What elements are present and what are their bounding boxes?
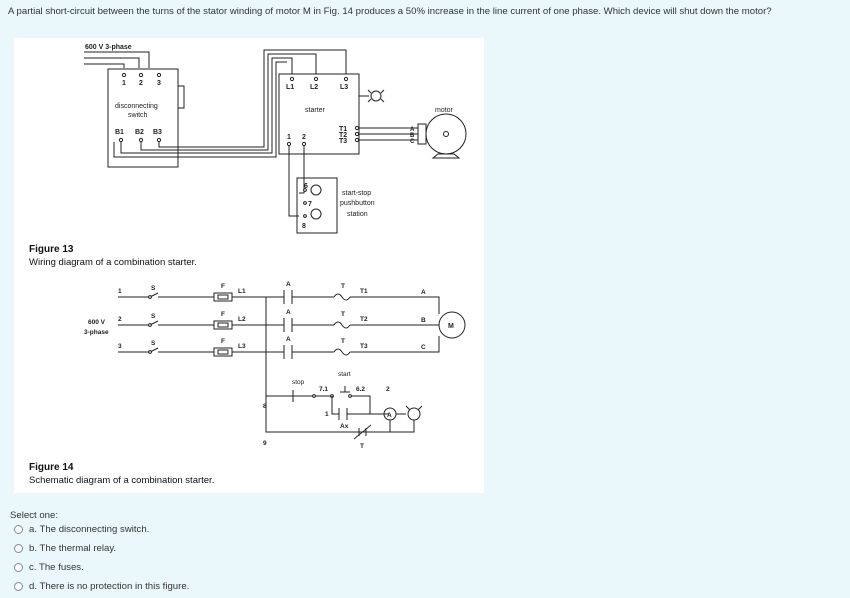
switch-s1: S (151, 285, 156, 292)
station-terminal-7: 7 (308, 201, 312, 208)
starter-t3: T3 (339, 138, 347, 145)
starter-t2: T2 (339, 132, 347, 139)
starter-ctrl-2: 2 (302, 134, 306, 141)
station-label-3: station (347, 211, 368, 218)
figure-panel: 600 V 3-phase 1 2 3 disconnecting switch… (14, 38, 484, 493)
line-l3: L3 (238, 343, 246, 350)
switch-terminal-2: 2 (139, 80, 143, 87)
motor-m-label: M (448, 323, 454, 330)
motor-phase-b: B (421, 317, 426, 324)
line-l2: L2 (238, 316, 246, 323)
motor-terminal-b: B (410, 133, 415, 139)
wiring-diagrams: 600 V 3-phase 1 2 3 disconnecting switch… (84, 44, 467, 450)
point-9: 9 (263, 440, 267, 447)
contact-a3: A (286, 336, 291, 343)
relay-label: T (360, 443, 364, 450)
supply-label: 600 V 3-phase (85, 44, 132, 51)
station-label-1: start-stop (342, 190, 371, 197)
switch-s3: S (151, 340, 156, 347)
stop-label: stop (292, 379, 305, 386)
figure14-caption: Schematic diagram of a combination start… (29, 475, 215, 486)
thermal-t2: T (341, 311, 345, 318)
output-t2: T2 (360, 316, 368, 323)
option-a-label[interactable]: a. The disconnecting switch. (29, 524, 150, 535)
station-terminal-6: 6 (304, 183, 308, 190)
contact-a2: A (286, 309, 291, 316)
radio-button[interactable] (14, 544, 23, 553)
start-label: start (338, 371, 351, 378)
line-l1: L1 (238, 288, 246, 295)
line-number-1: 1 (118, 288, 122, 295)
switch-b3: B3 (153, 129, 162, 136)
line-number-3: 3 (118, 343, 122, 350)
point-1: 1 (325, 411, 329, 418)
coil-label: A (387, 412, 392, 419)
switch-b2: B2 (135, 129, 144, 136)
output-t1: T1 (360, 288, 368, 295)
radio-button[interactable] (14, 582, 23, 591)
fuse-f3: F (221, 338, 225, 345)
switch-terminal-3: 3 (157, 80, 161, 87)
radio-button[interactable] (14, 563, 23, 572)
figure13-title: Figure 13 (29, 244, 74, 255)
point-2: 2 (386, 386, 390, 393)
contact-a1: A (286, 281, 291, 288)
switch-b1: B1 (115, 129, 124, 136)
point-7-1: 7.1 (319, 386, 328, 393)
supply-label-3phase: 3-phase (84, 329, 109, 336)
point-8: 8 (263, 403, 267, 410)
option-c[interactable]: c. The fuses. (14, 562, 84, 573)
option-b[interactable]: b. The thermal relay. (14, 543, 116, 554)
option-b-label[interactable]: b. The thermal relay. (29, 543, 117, 554)
fuse-f1: F (221, 283, 225, 290)
figure14-title: Figure 14 (29, 462, 74, 473)
motor-terminal-a: A (410, 127, 415, 133)
thermal-t1: T (341, 283, 345, 290)
starter-l3: L3 (340, 84, 348, 91)
question-text: A partial short-circuit between the turn… (8, 6, 772, 17)
station-terminal-8: 8 (302, 223, 306, 230)
switch-label-2: switch (128, 112, 148, 119)
radio-button[interactable] (14, 525, 23, 534)
motor-phase-a: A (421, 289, 426, 296)
thermal-t3: T (341, 338, 345, 345)
motor-label: motor (435, 107, 454, 114)
line-number-2: 2 (118, 316, 122, 323)
station-label-2: pushbutton (340, 200, 375, 207)
output-t3: T3 (360, 343, 368, 350)
option-d-label[interactable]: d. There is no protection in this figure… (29, 581, 190, 592)
fuse-f2: F (221, 311, 225, 318)
starter-ctrl-1: 1 (287, 134, 291, 141)
option-a[interactable]: a. The disconnecting switch. (14, 524, 149, 535)
starter-t1: T1 (339, 126, 347, 133)
select-one-prompt: Select one: (10, 510, 59, 521)
option-c-label[interactable]: c. The fuses. (29, 562, 84, 573)
option-d[interactable]: d. There is no protection in this figure… (14, 581, 189, 592)
starter-label: starter (305, 107, 326, 114)
starter-l1: L1 (286, 84, 294, 91)
point-6-2: 6.2 (356, 386, 365, 393)
switch-terminal-1: 1 (122, 80, 126, 87)
switch-s2: S (151, 313, 156, 320)
figure13-caption: Wiring diagram of a combination starter. (29, 257, 197, 268)
motor-terminal-c: C (410, 139, 415, 145)
motor-phase-c: C (421, 344, 426, 351)
supply-label-600v: 600 V (88, 319, 106, 326)
switch-label-1: disconnecting (115, 103, 158, 110)
starter-l2: L2 (310, 84, 318, 91)
aux-contact-label: Ax (340, 423, 349, 430)
